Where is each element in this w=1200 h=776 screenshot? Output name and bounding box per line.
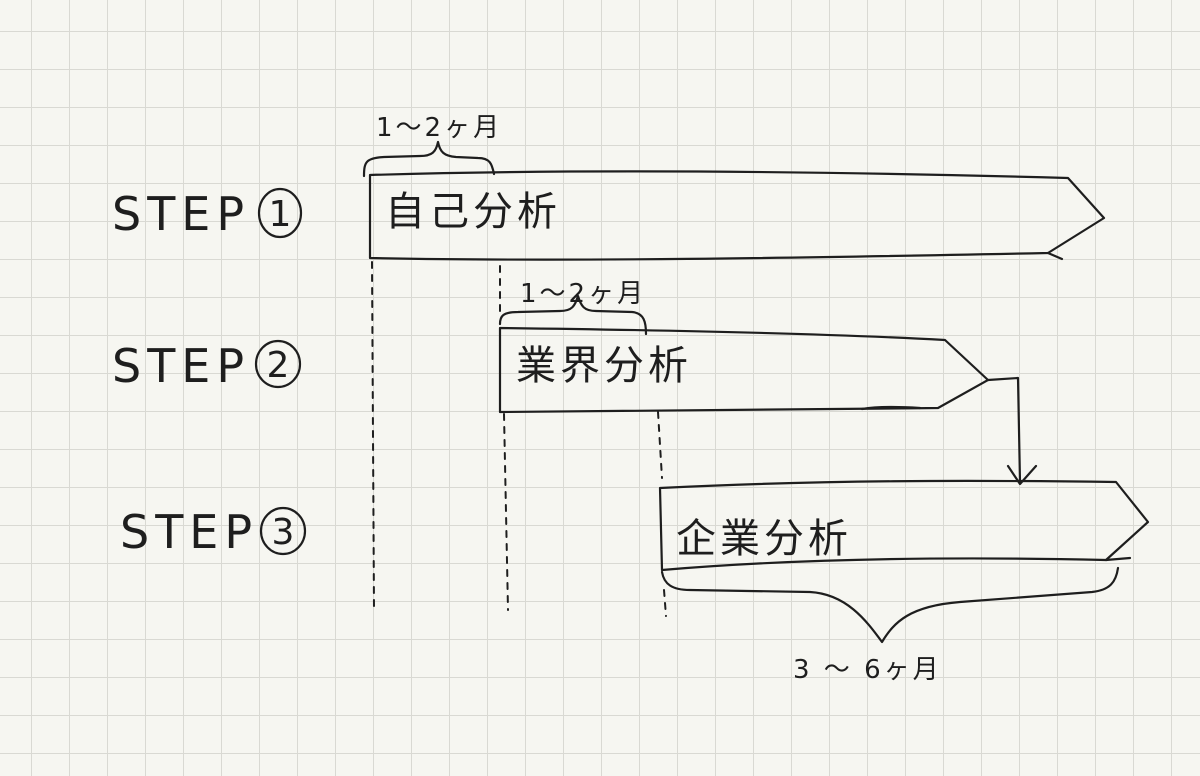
step-2-to-step-3-arrow bbox=[986, 376, 1022, 484]
step-3-task-label: 企業分析 bbox=[676, 516, 852, 562]
step-3-duration-brace bbox=[660, 566, 1120, 644]
step-2-number: 2 bbox=[267, 345, 290, 386]
step-1-arrow-bar bbox=[368, 170, 1106, 261]
step-3-bar-tail bbox=[1104, 556, 1132, 562]
step-1-label: STEP bbox=[112, 187, 250, 241]
step-3-number-circle bbox=[259, 506, 307, 556]
step-3-duration-label: 3 ～ 6ヶ月 bbox=[793, 655, 942, 685]
step-1-bar-tail bbox=[1046, 251, 1064, 261]
step-2-bar-tail bbox=[860, 405, 922, 411]
step-2-task-label: 業界分析 bbox=[516, 343, 692, 389]
step-3-number: 3 bbox=[272, 512, 295, 553]
step-1-number: 1 bbox=[269, 194, 292, 235]
step-1-duration-label: 1～2ヶ月 bbox=[376, 113, 502, 143]
step-1-task-label: 自己分析 bbox=[385, 189, 561, 235]
step-2-duration-brace bbox=[498, 294, 648, 336]
step-3-arrow-bar bbox=[658, 479, 1150, 572]
step-2-duration-label: 1～2ヶ月 bbox=[520, 279, 646, 309]
step-1-start-guide bbox=[371, 261, 375, 611]
step-2-number-circle bbox=[254, 339, 302, 389]
step-3-label: STEP bbox=[120, 505, 258, 559]
step-1-number-circle bbox=[257, 187, 303, 239]
step-2-start-guide-lower bbox=[503, 413, 509, 611]
step-1-duration-brace bbox=[362, 140, 496, 178]
arrow-head-icon bbox=[1006, 464, 1038, 486]
step-3-start-guide-lower bbox=[663, 589, 667, 617]
step-3-start-guide-upper bbox=[657, 411, 663, 479]
step-2-label: STEP bbox=[112, 339, 250, 393]
